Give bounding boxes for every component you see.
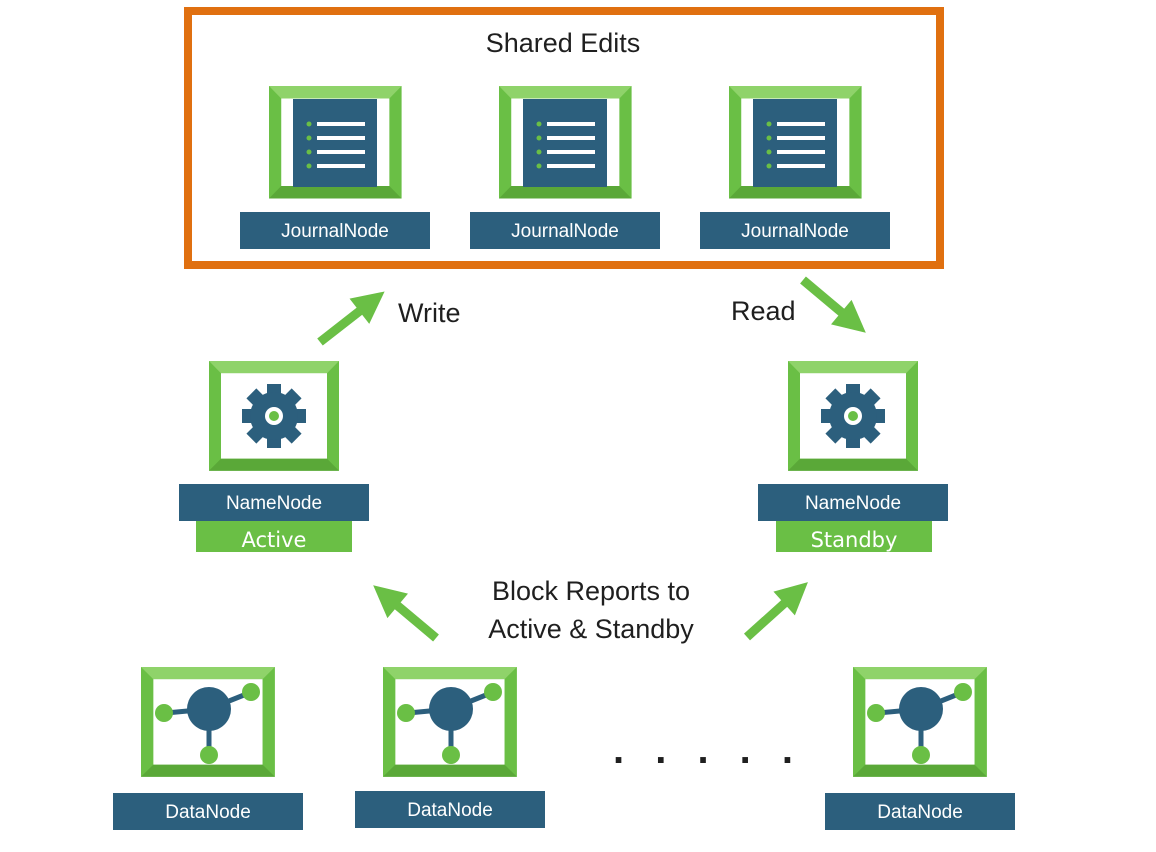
datanode-label: DataNode bbox=[407, 800, 493, 821]
journal-node-label: JournalNode bbox=[741, 221, 849, 242]
write-label: Write bbox=[398, 298, 461, 328]
read-arrow bbox=[793, 268, 876, 345]
datanode-bar bbox=[113, 793, 303, 830]
datanode-2 bbox=[383, 667, 517, 777]
datanode-bar bbox=[825, 793, 1015, 830]
write-arrow bbox=[310, 279, 394, 355]
more-datanodes-ellipsis: . . . . . bbox=[613, 728, 803, 772]
block-reports-line1: Block Reports to bbox=[492, 576, 690, 606]
datanode-bar bbox=[355, 791, 545, 828]
shared-edits-border bbox=[184, 7, 944, 269]
active-status-label: Active bbox=[242, 528, 307, 552]
journal-node-bar bbox=[470, 212, 660, 249]
journal-node-3 bbox=[729, 86, 862, 199]
journal-node-label: JournalNode bbox=[281, 221, 389, 242]
datanode-3 bbox=[853, 667, 987, 777]
block-report-arrow-standby bbox=[736, 570, 818, 649]
network-node-icon bbox=[867, 683, 972, 764]
standby-status-label: Standby bbox=[811, 528, 898, 552]
datanode-1 bbox=[141, 667, 275, 777]
document-icon bbox=[293, 99, 377, 187]
network-node-icon bbox=[155, 683, 260, 764]
journal-node-bar bbox=[240, 212, 430, 249]
journal-node-label: JournalNode bbox=[511, 221, 619, 242]
namenode-standby-bar bbox=[758, 484, 948, 521]
journal-node-2 bbox=[499, 86, 632, 199]
journal-node-bar bbox=[700, 212, 890, 249]
standby-status-badge bbox=[776, 521, 932, 552]
namenode-standby-label: NameNode bbox=[805, 493, 901, 514]
block-report-arrow-active bbox=[363, 573, 446, 650]
read-label: Read bbox=[731, 296, 796, 326]
namenode-active bbox=[209, 361, 339, 471]
namenode-active-bar bbox=[179, 484, 369, 521]
namenode-active-label: NameNode bbox=[226, 493, 322, 514]
document-icon bbox=[753, 99, 837, 187]
datanode-label: DataNode bbox=[877, 802, 963, 823]
namenode-standby bbox=[788, 361, 918, 471]
datanode-label: DataNode bbox=[165, 802, 251, 823]
gear-icon bbox=[242, 384, 306, 448]
active-status-badge bbox=[196, 521, 352, 552]
block-reports-line2: Active & Standby bbox=[488, 614, 694, 644]
gear-icon bbox=[821, 384, 885, 448]
network-node-icon bbox=[397, 683, 502, 764]
document-icon bbox=[523, 99, 607, 187]
shared-edits-title: Shared Edits bbox=[486, 28, 641, 58]
journal-node-1 bbox=[269, 86, 402, 199]
